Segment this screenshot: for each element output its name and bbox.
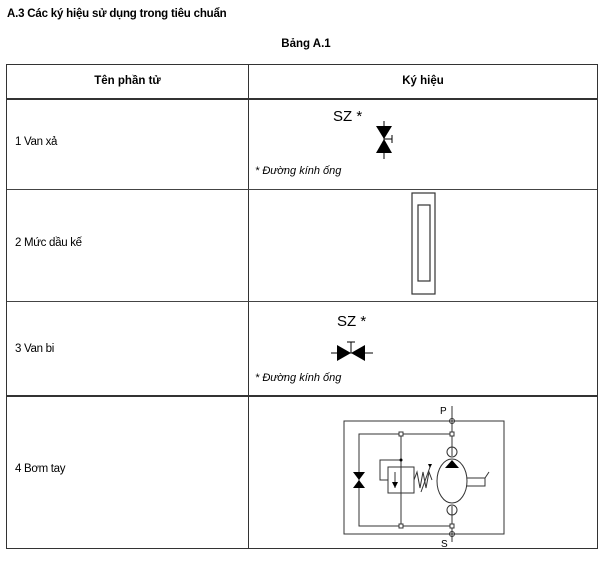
port-p-label: P [440, 406, 447, 417]
drain-valve-icon [376, 121, 393, 159]
header-divider [7, 98, 597, 100]
table-row-name: 2 Mức dầu kế [15, 237, 82, 249]
section-heading: A.3 Các ký hiệu sử dụng trong tiêu chuẩn [7, 8, 227, 20]
symbols-table: Tên phần tử Ký hiệu 1 Van xả SZ * * Đườn… [6, 64, 598, 550]
table-row-name: 3 Van bi [15, 343, 54, 355]
table-row-name: 4 Bơm tay [15, 463, 66, 475]
table-row-name: 1 Van xả [15, 136, 58, 148]
port-s-label: S [441, 539, 448, 550]
oil-level-gauge-icon [411, 192, 436, 295]
size-label: SZ * [333, 108, 363, 125]
row-divider [7, 301, 597, 302]
footnote: * Đường kính ống [255, 165, 342, 177]
row-divider [7, 189, 597, 190]
ball-valve-icon [331, 341, 373, 361]
header-symbol: Ký hiệu [402, 75, 444, 87]
table-caption: Bảng A.1 [281, 38, 331, 50]
column-divider [248, 65, 249, 548]
header-element-name: Tên phần tử [94, 75, 161, 87]
hand-pump-circuit-icon: P S [343, 406, 505, 550]
footnote: * Đường kính ống [255, 372, 342, 384]
size-label: SZ * [337, 313, 367, 330]
row-divider [7, 395, 597, 397]
